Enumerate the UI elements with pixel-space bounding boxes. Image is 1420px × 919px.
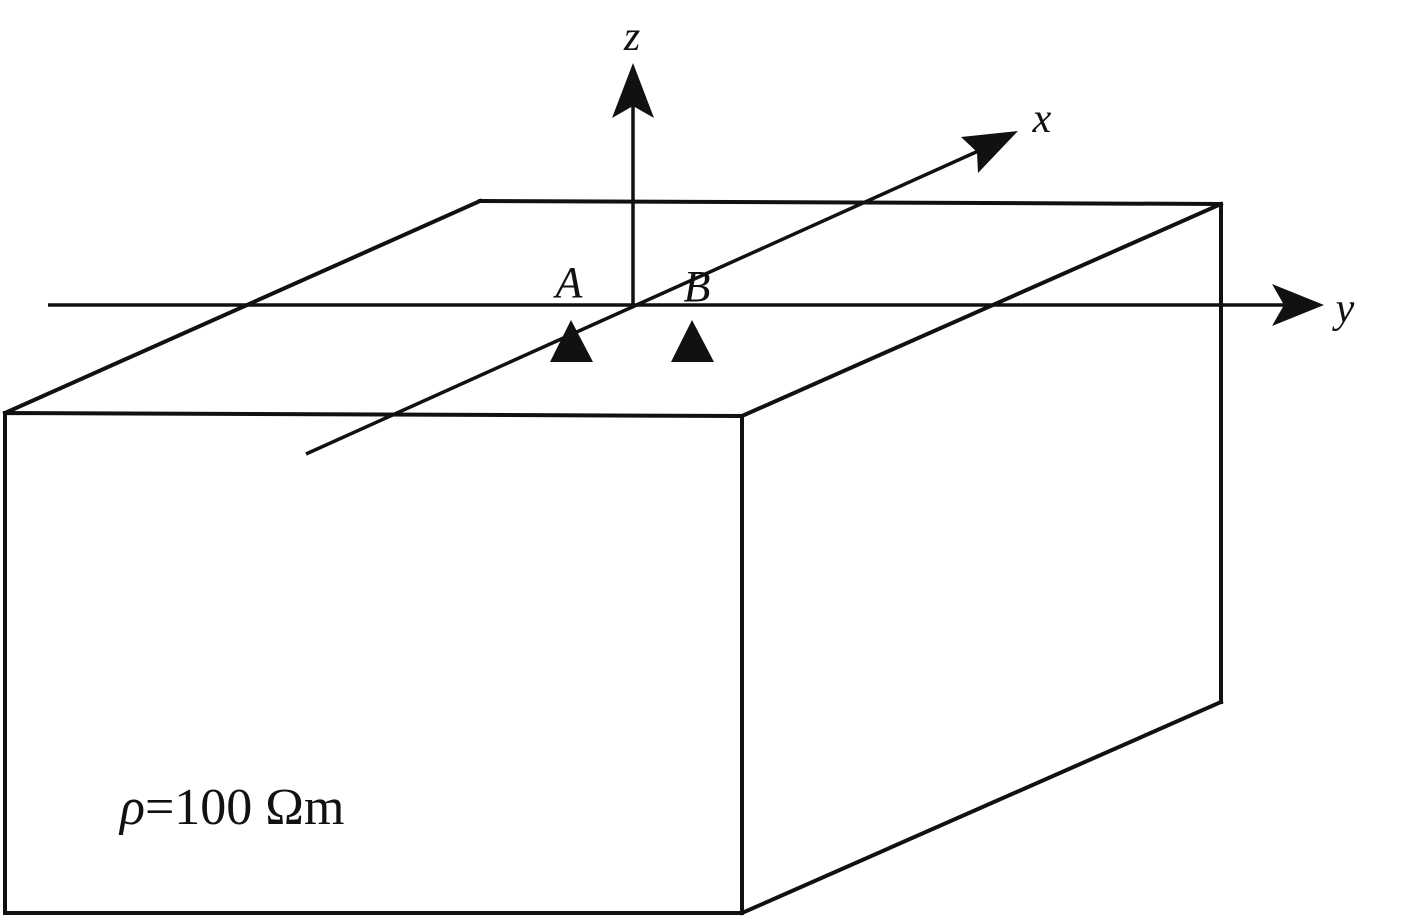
station-a-marker	[550, 320, 593, 362]
z-axis-label: z	[623, 14, 640, 60]
resistivity-value: =100 Ωm	[145, 779, 344, 836]
box-top-left-edge	[2, 198, 483, 416]
box-front-face	[3, 410, 744, 915]
z-axis-arrowhead	[612, 63, 654, 118]
box-right-bottom-edge	[739, 699, 1224, 916]
x-axis-arrowhead	[961, 131, 1018, 173]
station-a-label: A	[553, 258, 584, 307]
x-axis-label: x	[1032, 96, 1052, 142]
y-axis-arrowhead	[1272, 284, 1324, 326]
resistivity-label: ρ=100 Ωm	[118, 779, 344, 836]
station-b-label: B	[684, 262, 711, 311]
box-top-right-edge	[739, 201, 1224, 419]
station-b-marker	[671, 320, 714, 362]
rho-symbol: ρ	[118, 779, 145, 836]
box-top-back-edge	[477, 198, 1224, 207]
y-axis-label: y	[1332, 286, 1355, 332]
x-axis-line	[305, 146, 986, 456]
